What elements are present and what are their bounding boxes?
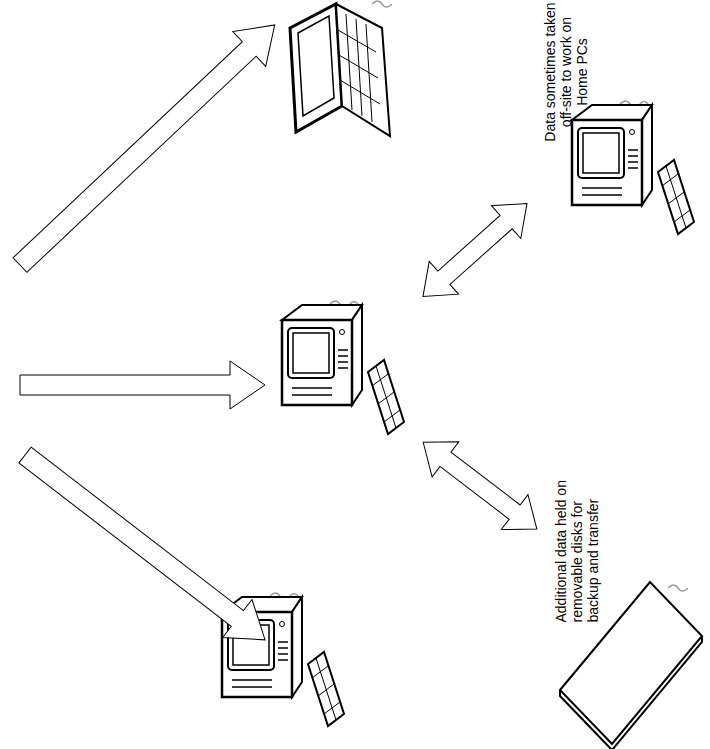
key-column xyxy=(338,30,376,52)
central-pc-node xyxy=(250,290,420,460)
node-label: Additional data held on removable disks … xyxy=(552,458,602,623)
cable xyxy=(668,585,688,591)
laptop-screen xyxy=(298,16,334,116)
disk-edge xyxy=(560,636,702,749)
key-column xyxy=(339,55,378,78)
key-column xyxy=(340,80,380,104)
node-label: Data sometimes taken off-site to work on… xyxy=(542,0,592,147)
laptop-base xyxy=(336,4,390,136)
central-pc xyxy=(282,301,404,434)
home-pc xyxy=(572,101,694,234)
laptop-symbol xyxy=(290,1,392,136)
data-transfer-arrow xyxy=(410,425,550,547)
input-arrow xyxy=(20,361,265,409)
data-transfer-arrow xyxy=(408,187,541,313)
home-pc-node: Data sometimes taken off-site to work on… xyxy=(530,0,705,245)
laptop-lid xyxy=(290,4,342,132)
removable-disk-node: Additional data held on removable disks … xyxy=(540,440,705,749)
input-arrow xyxy=(10,436,279,659)
input-arrow xyxy=(4,7,292,282)
cable xyxy=(372,1,392,7)
